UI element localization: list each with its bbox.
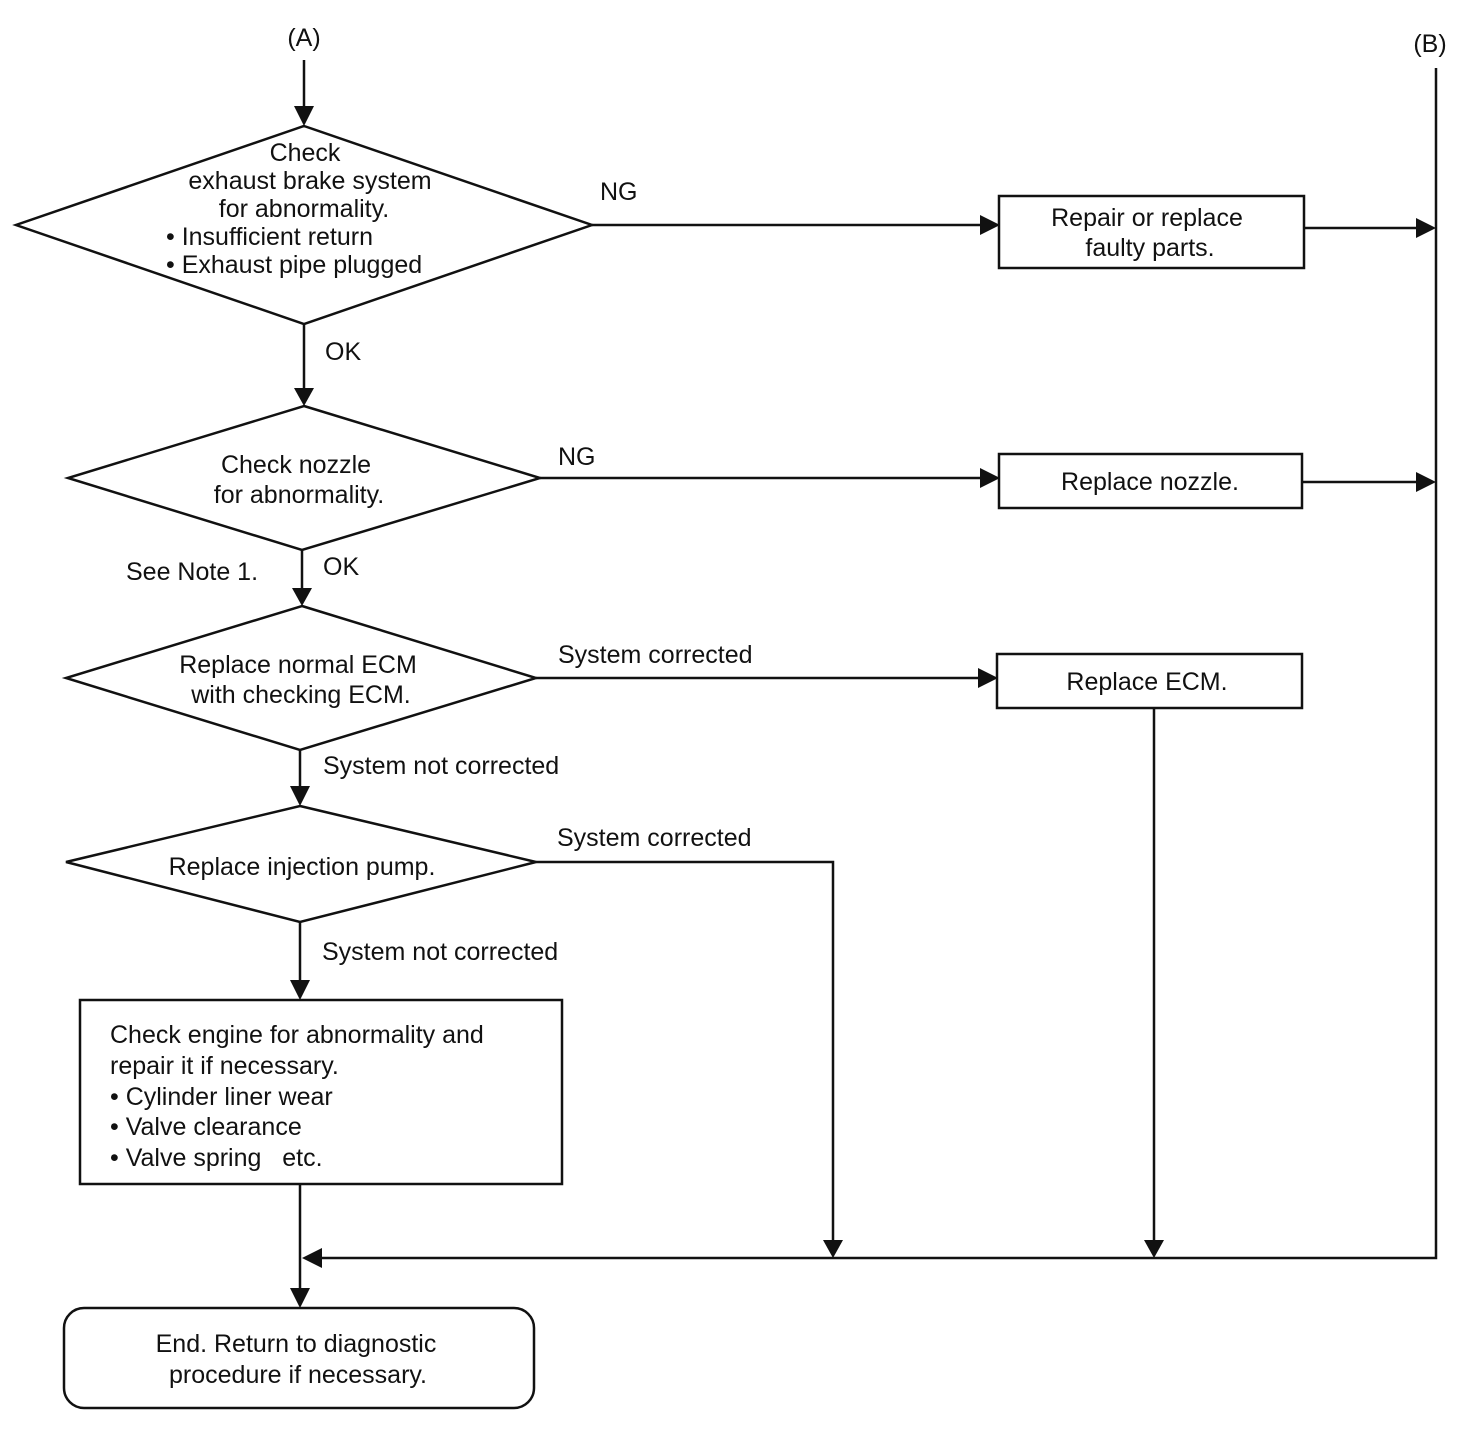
- node-text-line: with checking ECM.: [190, 681, 411, 709]
- node-text-line: Check engine for abnormality and: [110, 1021, 484, 1049]
- decision-check-exhaust: Check exhaust brake system for abnormali…: [12, 124, 596, 326]
- connector-a-label: (A): [287, 24, 320, 52]
- node-text-line: • Valve clearance: [110, 1113, 302, 1141]
- edge-label-system-not-corrected: System not corrected: [323, 752, 559, 780]
- node-text-line: faulty parts.: [1085, 234, 1214, 262]
- arrowhead-replace-ecm: [978, 668, 998, 688]
- node-text-line: Check nozzle: [221, 451, 371, 479]
- node-text-line: Check: [270, 139, 341, 167]
- arrowhead-pump-corrected: [823, 1240, 843, 1258]
- arrowhead-bus-left: [302, 1248, 322, 1268]
- node-text-line: • Insufficient return: [166, 223, 373, 251]
- decision-replace-normal-ecm: Replace normal ECM with checking ECM.: [61, 604, 541, 752]
- arrowhead-end: [290, 1288, 310, 1308]
- node-text-line: Replace normal ECM: [179, 651, 417, 679]
- process-repair-faulty: Repair or replace faulty parts.: [997, 194, 1306, 270]
- process-check-engine: Check engine for abnormality and repair …: [78, 998, 564, 1186]
- arrowhead-engine: [290, 980, 310, 1000]
- node-text-line: procedure if necessary.: [169, 1361, 427, 1389]
- note-label: See Note 1.: [126, 558, 258, 586]
- process-replace-nozzle: Replace nozzle.: [997, 452, 1304, 510]
- decision-diamond: [12, 124, 596, 326]
- node-text-line: for abnormality.: [214, 481, 384, 509]
- edge-labels: NG OK NG OK See Note 1. System corrected…: [126, 178, 753, 966]
- arrowhead-nozzle: [294, 388, 314, 406]
- decision-diamond: [65, 804, 537, 924]
- arrowhead-repair: [980, 215, 1000, 235]
- node-text-line: Repair or replace: [1051, 204, 1243, 232]
- process-box: [997, 194, 1306, 270]
- line-b-bus: [318, 68, 1438, 1260]
- edge-label-ng: NG: [558, 443, 596, 471]
- terminal-box: [62, 1306, 536, 1410]
- node-text-line: Replace injection pump.: [169, 853, 436, 881]
- node-text-line: Replace nozzle.: [1061, 468, 1239, 496]
- node-text-line: Replace ECM.: [1066, 668, 1227, 696]
- line-pump-corrected: [536, 860, 835, 1242]
- arrowhead-pump: [290, 786, 310, 806]
- node-text-line: End. Return to diagnostic: [156, 1330, 437, 1358]
- node-text-line: repair it if necessary.: [110, 1052, 339, 1080]
- arrowhead-replace-nozzle: [980, 468, 1000, 488]
- terminal-end: End. Return to diagnostic procedure if n…: [62, 1306, 536, 1410]
- edge-label-ok: OK: [323, 553, 359, 581]
- connector-b-label: (B): [1413, 30, 1446, 58]
- node-text-line: • Valve spring etc.: [110, 1144, 323, 1172]
- process-box: [78, 998, 564, 1186]
- arrowhead-ecm-check: [292, 588, 312, 606]
- edge-label-ok: OK: [325, 338, 361, 366]
- decision-diamond: [61, 604, 541, 752]
- node-text-line: for abnormality.: [219, 195, 389, 223]
- edge-label-system-not-corrected: System not corrected: [322, 938, 558, 966]
- decision-replace-pump: Replace injection pump.: [65, 804, 537, 924]
- arrowhead-b-mid: [1416, 472, 1436, 492]
- edge-label-system-corrected: System corrected: [557, 824, 752, 852]
- arrowheads: [290, 106, 1436, 1308]
- arrowhead-b-top: [1416, 218, 1436, 238]
- arrowhead-a: [294, 106, 314, 126]
- flow-lines: [298, 60, 1438, 1292]
- node-text-line: • Exhaust pipe plugged: [166, 251, 422, 279]
- node-text-line: exhaust brake system: [188, 167, 431, 195]
- node-text-line: • Cylinder liner wear: [110, 1083, 333, 1111]
- process-box: [995, 652, 1304, 710]
- decision-diamond: [63, 404, 545, 552]
- edge-label-system-corrected: System corrected: [558, 641, 753, 669]
- process-replace-ecm: Replace ECM.: [995, 652, 1304, 710]
- edge-label-ng: NG: [600, 178, 638, 206]
- decision-check-nozzle: Check nozzle for abnormality.: [63, 404, 545, 552]
- arrowhead-ecm-down: [1144, 1240, 1164, 1258]
- process-box: [997, 452, 1304, 510]
